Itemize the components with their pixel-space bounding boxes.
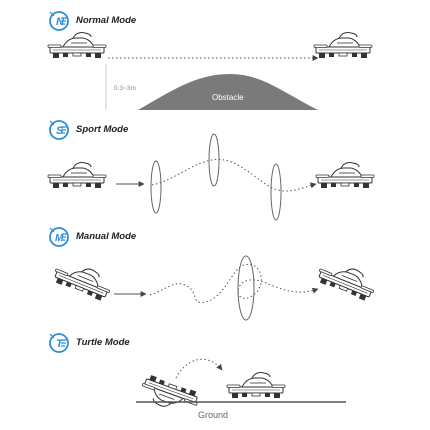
ground-label: Ground (198, 410, 228, 420)
normal-start-drone-icon (47, 32, 107, 59)
sport-ring-1-icon (150, 160, 162, 214)
turtle-upright-drone-icon (226, 372, 286, 399)
sport-ring-2-icon (208, 133, 220, 187)
normal-badge-letter: N (56, 16, 65, 28)
manual-dotted-path-icon (149, 263, 319, 303)
turtle-badge-letter: T (56, 338, 64, 350)
normal-mode-badge-icon: N (49, 11, 69, 31)
turtle-flipped-drone-icon (137, 372, 202, 418)
turtle-mode-section: T Ground (49, 333, 346, 420)
manual-ring-icon (237, 255, 255, 321)
sport-mode-badge-icon: S (49, 120, 69, 140)
normal-end-drone-icon (313, 32, 373, 59)
normal-mode-section: N 0.3~3m Obstacle (47, 11, 373, 110)
turtle-mode-badge-icon: T (49, 333, 69, 353)
manual-mode-badge-icon: M (49, 227, 69, 247)
sport-ring-3-icon (270, 163, 282, 221)
sport-dotted-path-icon (151, 158, 317, 192)
obstacle-label: Obstacle (212, 93, 244, 102)
manual-end-drone-icon (314, 256, 380, 303)
turtle-flip-arrow-icon (175, 358, 223, 379)
sport-start-drone-icon (47, 162, 107, 189)
manual-badge-letter: M (55, 233, 64, 244)
obstacle-hill (138, 74, 318, 110)
manual-mode-title: Manual Mode (76, 231, 137, 242)
sport-end-drone-icon (315, 162, 375, 189)
sport-badge-letter: S (56, 125, 64, 137)
sport-mode-section: S (47, 120, 375, 221)
normal-mode-title: Normal Mode (76, 15, 137, 26)
turtle-mode-title: Turtle Mode (76, 337, 130, 348)
sport-mode-title: Sport Mode (76, 124, 129, 135)
height-label: 0.3~3m (114, 85, 136, 92)
manual-mode-section: M (49, 227, 380, 321)
manual-start-drone-icon (50, 256, 116, 303)
